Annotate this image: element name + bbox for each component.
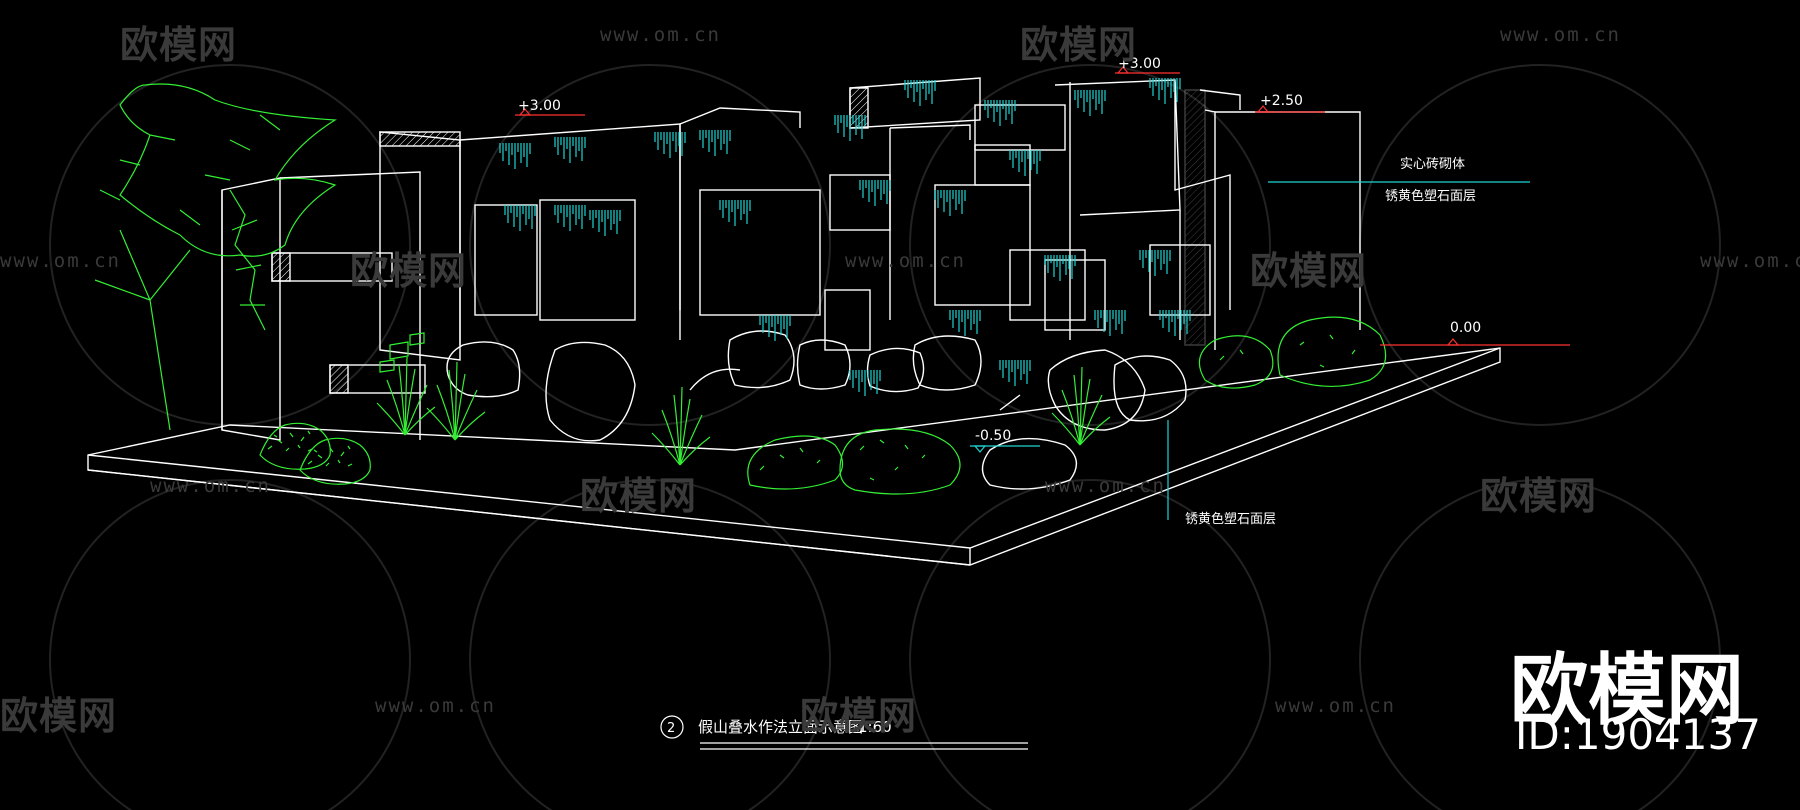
- watermark-logo: 欧模网: [120, 23, 238, 67]
- watermark-logo: 欧模网: [800, 694, 918, 738]
- elevation-right-top: +2.50: [1260, 93, 1303, 109]
- elevation-pool: -0.50: [975, 428, 1011, 444]
- model-id-label: ID:1904137: [1515, 710, 1761, 759]
- ground-slab: [87, 347, 1501, 566]
- watermark-logo: 欧模网: [580, 474, 698, 518]
- watermark-url: www.om.cn: [375, 695, 496, 717]
- title-scale: 1:60: [858, 718, 892, 736]
- left-wall: [221, 171, 426, 441]
- watermark-url: www.om.cn: [845, 250, 966, 272]
- annotation-rust-stone-bottom: 锈黄色塑石面层: [1185, 511, 1276, 527]
- annotation-rust-stone-top: 锈黄色塑石面层: [1385, 188, 1476, 204]
- boulders: [446, 330, 1187, 490]
- watermark-logo: 欧模网: [0, 694, 118, 738]
- elevation-markers: [515, 66, 1570, 346]
- title-text: 假山叠水作法立面示意图: [698, 718, 863, 736]
- watermark-url: www.om.cn: [0, 250, 121, 272]
- leader-lines: [1167, 181, 1530, 520]
- elevation-mid-top: +3.00: [1118, 56, 1161, 72]
- drawing-title: 2 假山叠水作法立面示意图 1:60: [660, 715, 1028, 750]
- title-number: 2: [667, 721, 675, 736]
- brand-logo: 欧模网: [1510, 646, 1745, 736]
- watermark-logo: 欧模网: [1250, 249, 1368, 293]
- watermark-url: www.om.cn: [1700, 250, 1800, 272]
- pool-level-marker: [970, 445, 1040, 453]
- watermark-logo: 欧模网: [1020, 23, 1138, 67]
- waterfalls: [499, 77, 1191, 397]
- rock-wall-blocks: [379, 77, 1361, 361]
- watermark-url: www.om.cn: [150, 475, 271, 497]
- watermark-logo: 欧模网: [350, 249, 468, 293]
- vegetation: [259, 316, 1387, 495]
- tree: [94, 83, 337, 431]
- watermark-url: www.om.cn: [1275, 695, 1396, 717]
- watermark-url: www.om.cn: [1045, 475, 1166, 497]
- elevation-left-top: +3.00: [518, 98, 561, 114]
- watermark-logo: 欧模网: [1480, 474, 1598, 518]
- watermark-url: www.om.cn: [1500, 24, 1621, 46]
- elevation-ground: 0.00: [1450, 320, 1481, 336]
- annotation-solid-brick: 实心砖砌体: [1400, 157, 1465, 172]
- watermark-url: www.om.cn: [600, 24, 721, 46]
